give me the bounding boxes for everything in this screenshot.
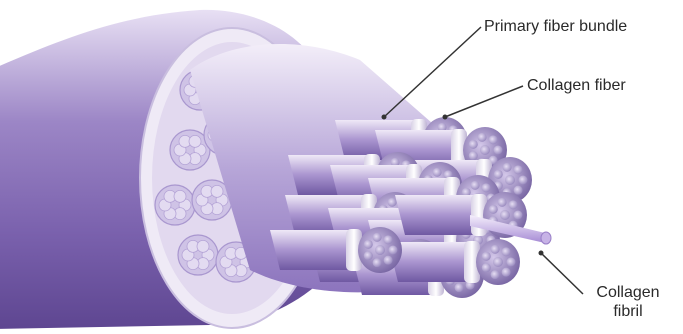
label-collagen-fiber: Collagen fiber [527, 76, 626, 95]
collagen-fibril-tip [541, 232, 551, 244]
label-primary-fiber-bundle: Primary fiber bundle [484, 17, 627, 36]
collagen-fiber [388, 239, 520, 285]
leader-collagen-fiber [445, 86, 523, 117]
cross-section-bundle [155, 185, 195, 225]
leader-collagen-fibril [541, 253, 583, 294]
cross-section-bundle [178, 235, 218, 275]
leader-primary-fiber-bundle [384, 27, 481, 117]
collagen-fiber [270, 227, 402, 273]
leader-dot-fibril [539, 251, 544, 256]
leader-dot-fiber [443, 115, 448, 120]
leader-dot-primary [382, 115, 387, 120]
label-collagen-fibril: Collagen fibril [586, 283, 670, 321]
